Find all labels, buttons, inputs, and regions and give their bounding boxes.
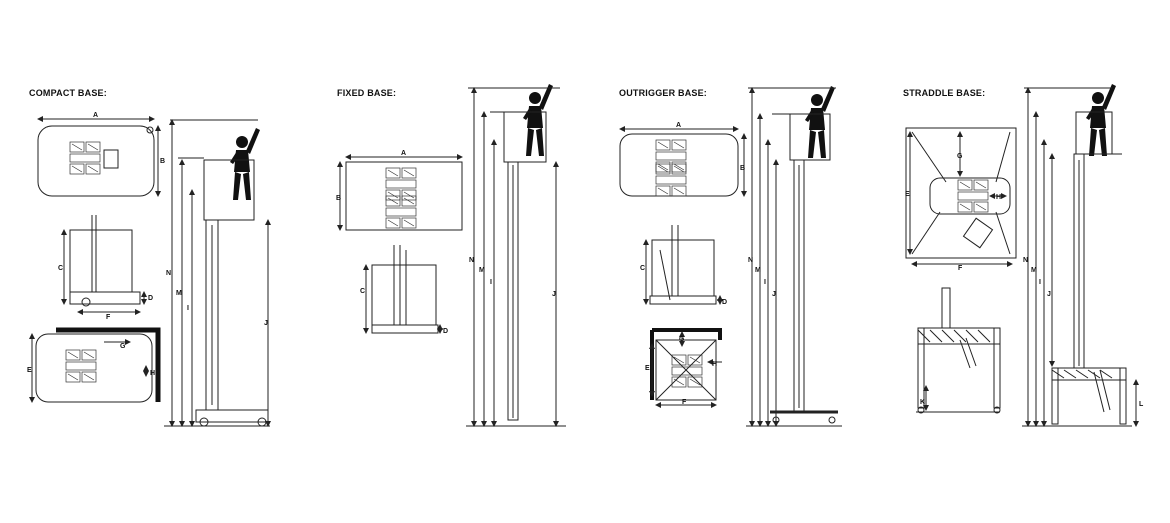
- dim-label: B: [160, 158, 165, 165]
- dim-label: D: [443, 328, 448, 335]
- fixed-elevation: [466, 83, 566, 427]
- compact-side-view: [61, 215, 147, 315]
- dim-label: J: [772, 291, 776, 298]
- dim-label: B: [336, 195, 341, 202]
- heading-straddle-base: STRADDLE BASE:: [903, 88, 986, 98]
- straddle-top-view: [905, 127, 1017, 267]
- dim-label: G: [679, 336, 685, 343]
- dim-label: N: [748, 257, 753, 264]
- dim-label: N: [166, 270, 171, 277]
- outrigger-side-view: [643, 225, 723, 305]
- dim-label: M: [1031, 267, 1037, 274]
- dim-label: G: [957, 153, 963, 160]
- heading-outrigger-base: OUTRIGGER BASE:: [619, 88, 708, 98]
- dim-label: M: [755, 267, 761, 274]
- dim-label: C: [360, 288, 365, 295]
- dim-label: M: [176, 290, 182, 297]
- dim-label: D: [722, 299, 727, 306]
- dim-label: I: [490, 279, 492, 286]
- compact-elevation: [164, 119, 271, 427]
- dim-label: J: [1047, 291, 1051, 298]
- dim-label: H: [150, 370, 155, 377]
- dim-label: F: [682, 399, 687, 406]
- dim-label: K: [920, 399, 925, 406]
- dim-label: E: [27, 367, 32, 374]
- straddle-front-view: [916, 287, 1001, 414]
- heading-fixed-base: FIXED BASE:: [337, 88, 397, 98]
- dim-label: I: [1039, 279, 1041, 286]
- compact-corner-view: [29, 327, 161, 403]
- dim-label: J: [552, 291, 556, 298]
- dim-label: E: [905, 191, 910, 198]
- worker-raising-hand-icon: [522, 83, 554, 157]
- outrigger-corner-view: [649, 328, 722, 408]
- dim-label: F: [106, 314, 111, 321]
- dim-label: E: [645, 365, 650, 372]
- dim-label: N: [469, 257, 474, 264]
- outrigger-elevation: [746, 85, 842, 427]
- dim-label: A: [401, 150, 406, 157]
- dim-label: C: [640, 265, 645, 272]
- fixed-top-view: [337, 154, 463, 231]
- dim-label: A: [93, 112, 98, 119]
- dim-label: I: [187, 305, 189, 312]
- dim-label: C: [58, 265, 63, 272]
- dim-label: N: [1023, 257, 1028, 264]
- worker-raising-hand-icon: [229, 127, 261, 201]
- dim-label: I: [764, 279, 766, 286]
- dim-label: B: [740, 165, 745, 172]
- dim-label: J: [264, 320, 268, 327]
- fixed-side-view: [363, 245, 443, 334]
- straddle-elevation: [1022, 83, 1139, 427]
- outrigger-top-view: [619, 126, 747, 197]
- dim-label: A: [676, 122, 681, 129]
- dim-label: H: [712, 361, 717, 368]
- dim-label: H: [996, 194, 1001, 201]
- dim-label: M: [479, 267, 485, 274]
- heading-compact-base: COMPACT BASE:: [29, 88, 107, 98]
- dim-label: G: [120, 343, 126, 350]
- dim-label: D: [148, 295, 153, 302]
- dim-label: L: [1139, 401, 1144, 408]
- compact-top-view: [37, 116, 161, 197]
- dim-label: F: [958, 265, 963, 272]
